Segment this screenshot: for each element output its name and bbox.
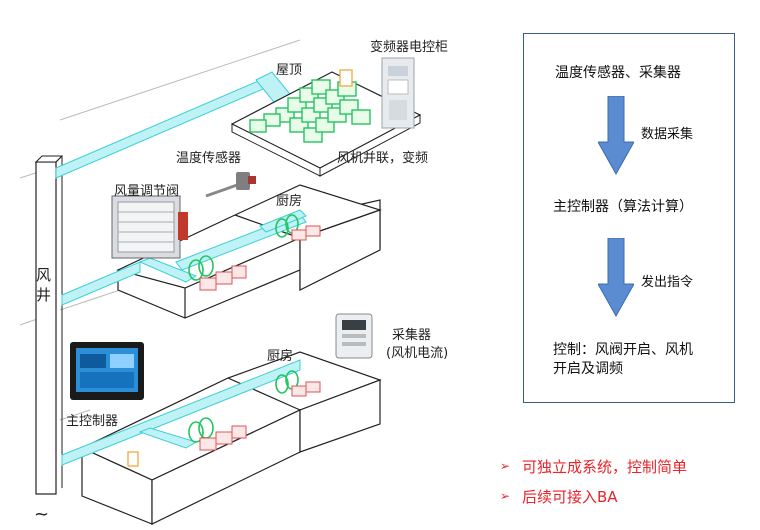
lower-junction-box	[127, 451, 139, 467]
shaft-label-2: 井	[36, 286, 52, 304]
fans-parallel-label: 风机并联，变频	[337, 151, 429, 166]
temp-sensor-label: 温度传感器	[176, 151, 242, 166]
bullet-text: 后续可接入BA	[522, 487, 618, 506]
wall-edges	[19, 39, 301, 421]
control-flow-panel	[523, 33, 735, 403]
tilde-mark: ~	[34, 504, 50, 525]
collector-label: 采集器	[392, 328, 432, 343]
flow-step-control-line2: 开启及调频	[553, 361, 623, 377]
bullet-item: ➢ 后续可接入BA	[500, 481, 687, 511]
roof-junction-box	[339, 69, 353, 87]
lower-fans	[188, 370, 299, 443]
inverter-cabinet-icon	[381, 57, 415, 129]
inverter-cabinet-label: 变频器电控柜	[370, 40, 449, 55]
arrow-bullet-icon: ➢	[500, 459, 511, 473]
roof-fans	[249, 79, 371, 143]
air-shaft	[34, 155, 64, 495]
flow-arrow-down-icon-2	[598, 238, 634, 318]
flow-step-control-line1: 控制：风阀开启、风机	[553, 342, 693, 358]
flow-arrow-down-icon	[598, 96, 634, 176]
flow-step-controller: 主控制器（算法计算）	[553, 199, 693, 215]
collector-meter-icon	[335, 313, 373, 359]
flow-step-sensors: 温度传感器、采集器	[555, 65, 681, 81]
lower-hoods	[199, 381, 321, 451]
damper-label: 风量调节阀	[114, 184, 180, 199]
shaft-label-1: 风	[36, 266, 52, 284]
flow-arrow-label-command: 发出指令	[641, 275, 694, 290]
arrow-bullet-icon: ➢	[500, 489, 511, 503]
bullet-item: ➢ 可独立成系统，控制简单	[500, 451, 687, 481]
collector-sub-label: (风机电流)	[386, 346, 449, 361]
temperature-sensor-icon	[205, 172, 256, 198]
damper-icon	[111, 195, 188, 259]
roof-label: 屋顶	[276, 63, 303, 78]
main-controller-screen-icon	[70, 342, 144, 400]
feature-bullets: ➢ 可独立成系统，控制简单 ➢ 后续可接入BA	[500, 451, 687, 511]
bullet-text: 可独立成系统，控制简单	[522, 457, 688, 476]
kitchen-lower-label: 厨房	[267, 349, 294, 364]
main-controller-label: 主控制器	[66, 414, 119, 429]
upper-hoods	[199, 225, 321, 291]
kitchen-upper-label: 厨房	[276, 194, 303, 209]
flow-arrow-label-collect: 数据采集	[641, 127, 694, 142]
